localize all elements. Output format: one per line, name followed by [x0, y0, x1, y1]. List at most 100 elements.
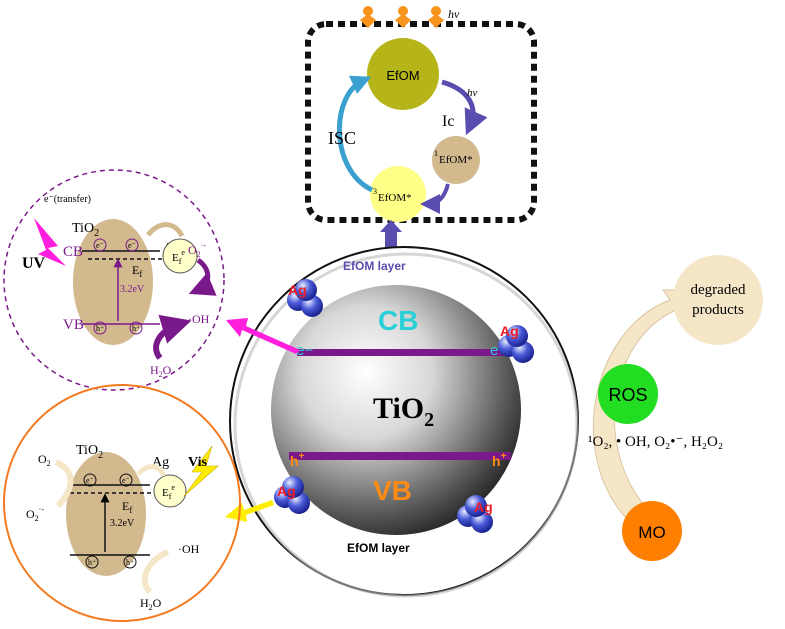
vis-ag-fermi: Efe	[162, 483, 175, 501]
uv-oh-arrow	[153, 314, 192, 360]
triplet-efom-node	[370, 166, 426, 222]
singlet-label: EfOM*	[439, 154, 473, 166]
svg-text:h⁺: h⁺	[96, 324, 104, 333]
svg-text:Ag: Ag	[288, 282, 307, 298]
svg-text:e⁻: e⁻	[122, 476, 130, 485]
efom-node-label: EfOM	[386, 68, 419, 83]
svg-text:Ag: Ag	[277, 483, 296, 499]
vis-electron	[119, 473, 133, 487]
vis-lightning-icon	[183, 445, 219, 497]
vis-panel-pointer	[225, 500, 274, 522]
ag-cluster: Ag	[498, 323, 534, 363]
degraded-products-node	[673, 255, 763, 345]
svg-text:e⁻: e⁻	[96, 241, 104, 250]
uv-cb-label: CB	[63, 244, 83, 260]
uv-lightning-icon	[34, 218, 66, 266]
uv-panel-border	[3, 169, 225, 391]
vis-oh-arrow	[141, 549, 170, 595]
triplet-label: EfOM*	[378, 192, 412, 204]
triplet-sup: 3	[373, 187, 377, 196]
svg-text:h⁺: h⁺	[126, 558, 134, 567]
vis-o2-label: O2	[38, 452, 51, 468]
tio2-sphere	[271, 285, 521, 535]
uv-mechanism-panel: e⁻(transfer) TiO2 Ag Efe UV CB VB Ef 3.2…	[3, 169, 225, 391]
uv-hole	[93, 321, 107, 335]
efom-excitation-box: hv EfOM 1 EfOM* 3 EfOM* hv Ic ISC	[305, 6, 537, 258]
excitation-arrow	[441, 79, 488, 136]
singlet-efom-node	[432, 136, 480, 184]
vis-transfer-arrow	[136, 464, 167, 478]
svg-text:e⁻: e⁻	[128, 241, 136, 250]
vis-ef-label: Ef	[122, 499, 132, 515]
ag-cluster: Ag	[457, 495, 493, 533]
tio2-particle: EfOM layer EfOM layer CB e− e− TiO2 h+ h…	[225, 246, 579, 598]
vis-tio2-body	[66, 452, 146, 576]
vis-mechanism-panel: TiO2 Ag Efe Vis Ef 3.2eV e⁻ e⁻ h⁺ h⁺ O2 …	[3, 384, 241, 622]
ag-cluster: Ag	[287, 279, 323, 317]
uv-oh-label: ·OH	[188, 312, 210, 326]
uv-panel-pointer	[226, 318, 300, 354]
uv-ef-label: Ef	[132, 263, 142, 279]
vis-oh-label: ·OH	[178, 542, 200, 556]
electron-left: e−	[296, 342, 313, 359]
hole-right: h+	[492, 451, 507, 469]
degraded-line2: products	[692, 302, 744, 318]
isc-arrow	[336, 75, 374, 193]
uv-electron	[125, 238, 139, 252]
vis-h2o-label: H2O	[140, 596, 162, 612]
uv-transfer-arrow	[146, 222, 185, 238]
degradation-pathway: degraded products ROS ¹O₂, • OH, O₂•⁻, H…	[588, 255, 763, 561]
uv-transfer-label: e⁻(transfer)	[44, 194, 91, 205]
singlet-sup: 1	[434, 149, 438, 158]
uv-label: UV	[22, 255, 46, 272]
efom-layer-bottom-label: EfOM layer	[347, 541, 410, 555]
svg-text:Ag: Ag	[500, 323, 519, 339]
tio2-main-label: TiO2	[373, 392, 434, 431]
vb-band-line	[289, 452, 511, 460]
vis-hole	[85, 555, 99, 569]
uv-o2-label: O2	[198, 278, 211, 294]
hv-side-label: hv	[467, 87, 478, 99]
vb-label: VB	[373, 475, 412, 506]
ros-node	[598, 364, 658, 424]
svg-text:h⁺: h⁺	[88, 558, 96, 567]
efom-layer-top-label: EfOM layer	[343, 259, 406, 273]
uv-o2-arrow	[188, 257, 217, 296]
uv-electron	[93, 238, 107, 252]
vis-ag-particle	[153, 474, 187, 508]
ag-cluster: Ag	[274, 476, 310, 514]
uv-tio2-label: TiO2	[72, 221, 99, 239]
mo-node	[622, 501, 682, 561]
uv-ag-particle	[162, 238, 198, 274]
uv-ag-fermi: Efe	[172, 248, 185, 266]
hv-top-label: hv	[448, 7, 460, 21]
svg-text:Ag: Ag	[474, 499, 493, 515]
incident-light-icon	[360, 6, 444, 28]
svg-text:h⁺: h⁺	[132, 324, 140, 333]
uv-bandgap-label: 3.2eV	[120, 284, 145, 295]
vis-electron	[83, 473, 97, 487]
uv-hole	[129, 321, 143, 335]
isc-label: ISC	[328, 128, 356, 148]
ros-species-label: ¹O₂, • OH, O₂•⁻, H₂O₂	[588, 434, 723, 450]
efom-node	[367, 38, 439, 110]
cb-band-line	[297, 349, 510, 356]
uv-h2o-label: H2O	[150, 363, 172, 379]
vis-label: Vis	[188, 455, 207, 470]
degraded-line1: degraded	[691, 282, 746, 298]
uv-tio2-body	[73, 219, 153, 345]
ic-label: Ic	[442, 113, 454, 130]
vis-o2-minus-label: O2·-	[26, 505, 44, 523]
vis-panel-border	[3, 384, 241, 622]
uv-vb-label: VB	[63, 317, 84, 333]
vis-hole	[123, 555, 137, 569]
mo-label: MO	[638, 523, 665, 542]
svg-text:e⁻: e⁻	[86, 476, 94, 485]
hole-left: h+	[290, 451, 305, 469]
vis-o2-arrow	[54, 459, 74, 509]
ic-arrow	[420, 183, 450, 214]
ros-label: ROS	[608, 385, 647, 405]
uv-o2-minus-label: O2·-	[188, 241, 206, 259]
vis-tio2-label: TiO2	[76, 443, 103, 461]
